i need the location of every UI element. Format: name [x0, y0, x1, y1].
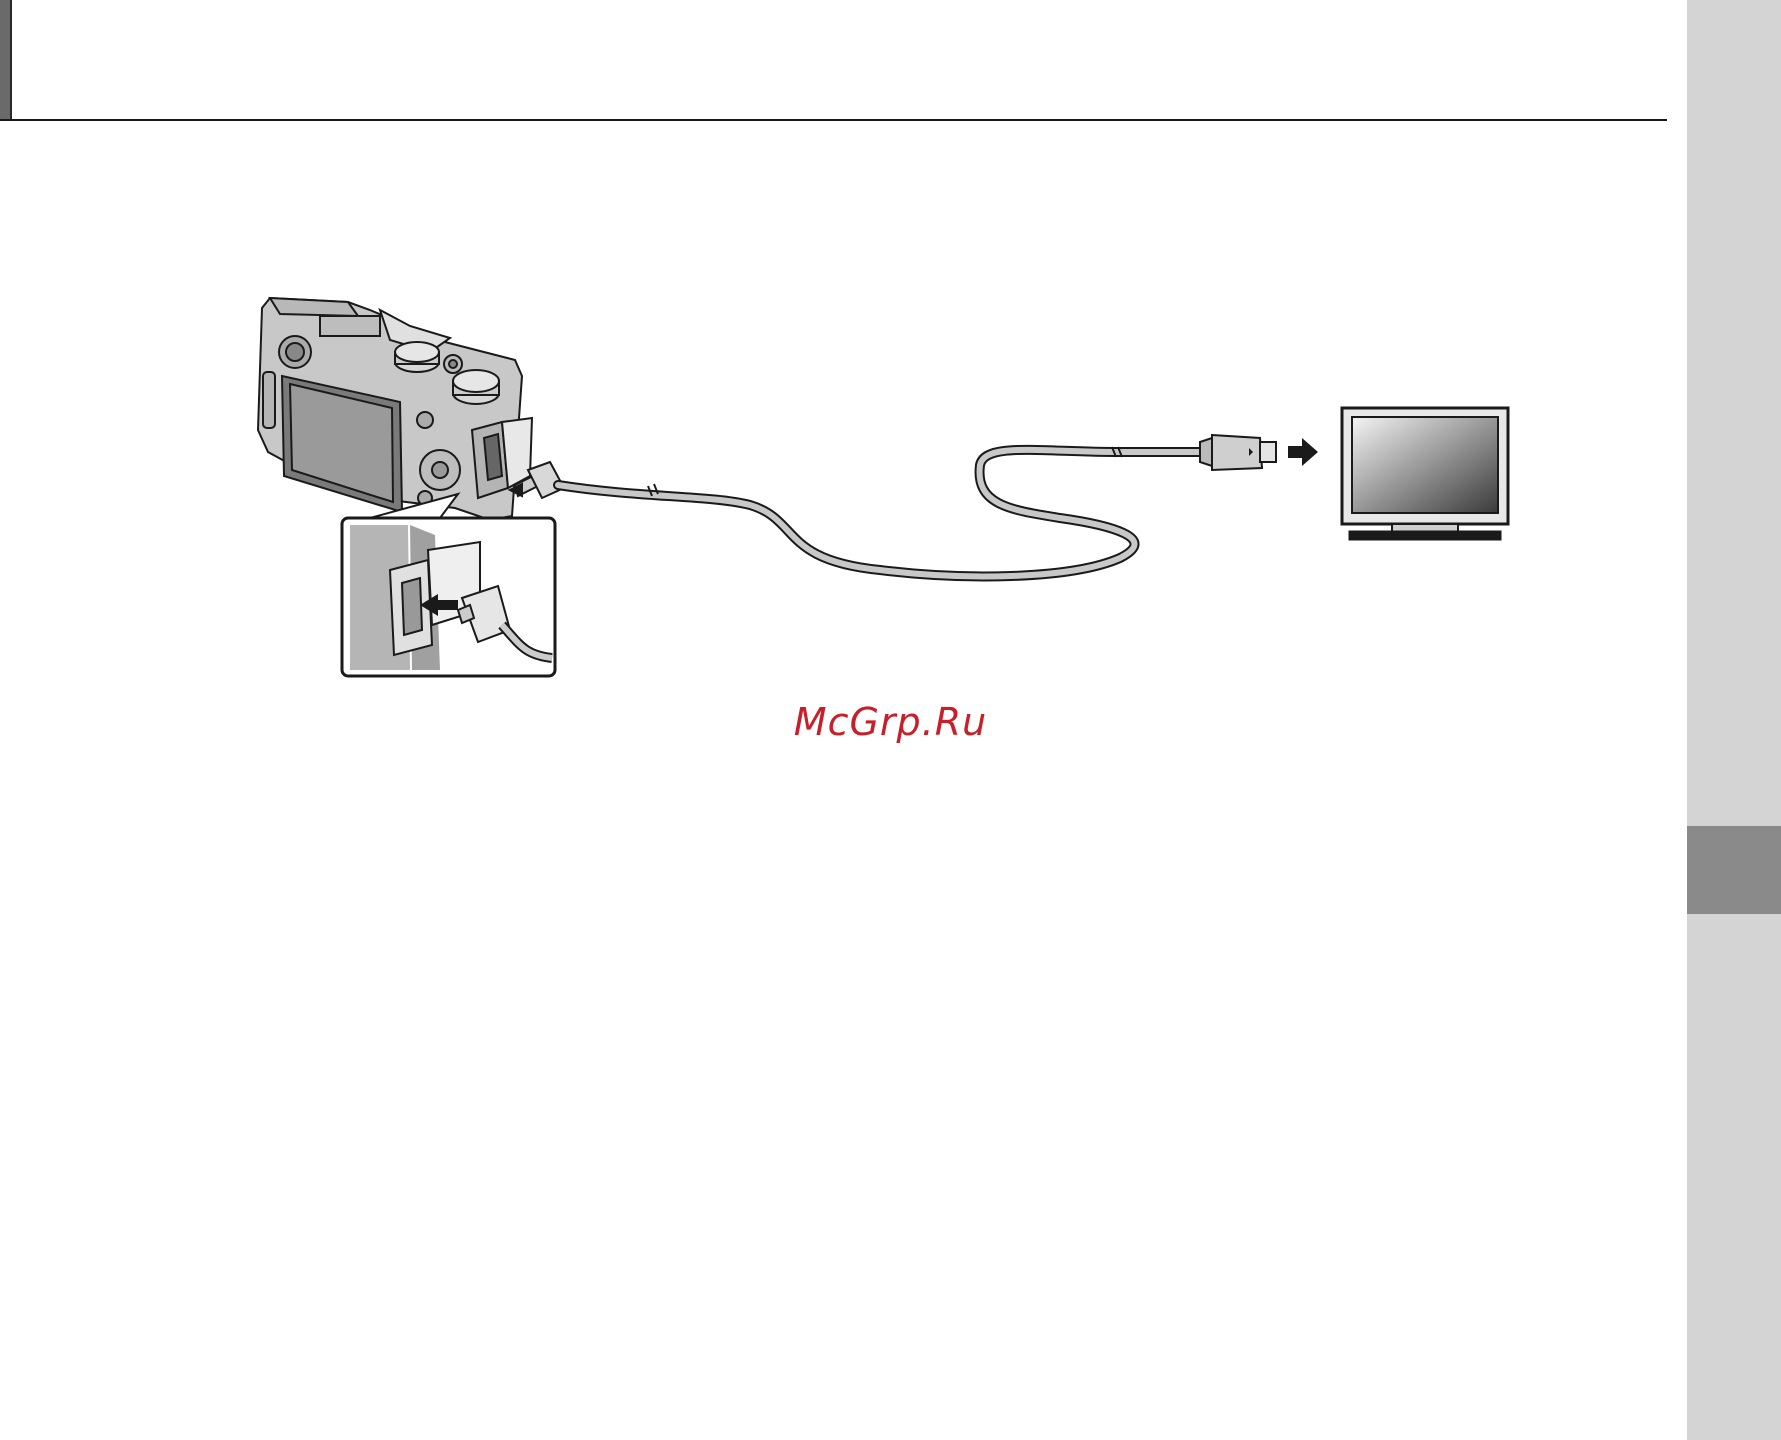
- watermark-text: McGrp.Ru: [0, 700, 1781, 744]
- side-tab-active[interactable]: [1687, 826, 1781, 914]
- camera-illustration: [258, 298, 532, 520]
- header-bar: [0, 0, 1667, 121]
- tv-icon: [1342, 408, 1508, 539]
- hdmi-connection-illustration: [240, 280, 1540, 700]
- inset-zoom: [342, 494, 555, 676]
- hdmi-plug-icon: [1200, 435, 1276, 470]
- hdmi-cable: [558, 447, 1212, 576]
- arrow-right-icon: [1288, 438, 1318, 466]
- header-accent: [0, 0, 12, 119]
